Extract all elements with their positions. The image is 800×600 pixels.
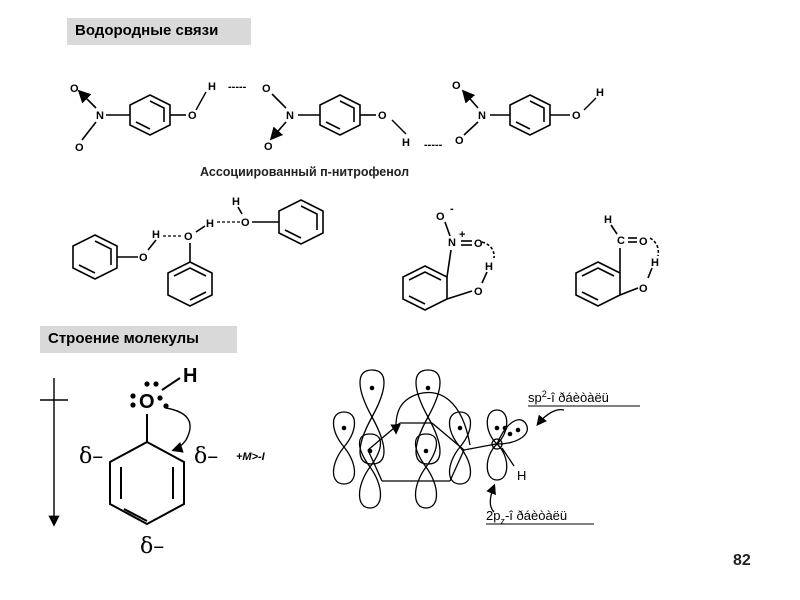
benzene-ring <box>509 94 551 136</box>
hbond-dashes: ----- <box>424 139 443 151</box>
delta-minus-bottom: δ– <box>140 534 164 559</box>
atom-o: O <box>639 283 648 295</box>
o-nitrophenol <box>402 221 495 311</box>
atom-h: H <box>604 214 612 226</box>
benzene-ring <box>72 234 118 280</box>
delta-minus-right: δ– <box>194 444 218 469</box>
atom-n: N <box>478 110 486 122</box>
atom-o: O <box>474 286 483 298</box>
header-hydrogen-bonds: Водородные связи <box>67 18 251 45</box>
benzene-ring <box>278 199 324 245</box>
sp2-orbital-label: sp2-î ðáèòàëü <box>528 389 609 405</box>
atom-o: O <box>188 110 197 122</box>
atom-o-large: O <box>139 391 155 413</box>
atom-c: C <box>617 235 625 247</box>
atom-h: H <box>596 87 604 99</box>
atom-h: H <box>402 137 410 149</box>
p-orbitals-upper <box>332 369 472 469</box>
nitrophenol-molecule-3 <box>461 89 570 136</box>
charge-plus: + <box>459 229 465 241</box>
phenol-molecule-center <box>167 225 213 307</box>
atom-o: O <box>262 83 271 95</box>
nitrophenol-molecule-1 <box>77 89 186 141</box>
benzene-ring <box>129 94 171 136</box>
atom-h: H <box>206 218 214 230</box>
associated-nitrophenol-caption: Ассоциированный п-нитрофенол <box>200 165 410 179</box>
atom-n: N <box>448 237 456 249</box>
phenol-molecule-left <box>72 234 157 280</box>
p-orbitals-lower <box>332 415 472 509</box>
pz-orbital-label: 2pz-î ðáèòàëü <box>486 508 567 526</box>
atom-h: H <box>152 229 160 241</box>
atom-o: O <box>452 80 461 92</box>
atom-n: N <box>96 110 104 122</box>
atom-h: H <box>232 196 240 208</box>
mesomeric-effect-label: +M>-I <box>236 451 266 463</box>
charge-minus: - <box>450 203 454 215</box>
hbond-dashes: ----- <box>228 81 247 93</box>
lone-pair-electrons <box>130 381 169 409</box>
atom-o: O <box>639 236 648 248</box>
benzene-ring <box>167 261 213 307</box>
atom-o: O <box>139 252 148 264</box>
atom-h: H <box>485 261 493 273</box>
nitrophenol-molecule-2 <box>269 93 376 141</box>
atom-o: O <box>184 231 193 243</box>
atom-h-large: H <box>183 365 197 387</box>
atom-o: O <box>241 217 250 229</box>
page-number: 82 <box>733 552 751 569</box>
header-molecule-structure: Строение молекулы <box>40 326 237 353</box>
atom-o: O <box>572 110 581 122</box>
orbital-h-label: H <box>517 468 526 483</box>
benzene-skeleton <box>367 422 497 482</box>
orbital-electrons <box>341 385 521 454</box>
atom-h: H <box>651 257 659 269</box>
vertical-axis <box>40 378 68 527</box>
atom-o: O <box>436 211 445 223</box>
benzene-ring <box>109 440 185 526</box>
atom-n: N <box>286 110 294 122</box>
atom-h: H <box>208 81 216 93</box>
atom-o: O <box>75 142 84 154</box>
atom-o: O <box>378 110 387 122</box>
atom-o: O <box>70 83 79 95</box>
delta-minus-left: δ– <box>79 444 103 469</box>
salicylaldehyde <box>575 224 660 307</box>
benzene-ring <box>319 94 361 136</box>
atom-o: O <box>474 238 483 250</box>
phenol-molecule-right <box>237 199 324 245</box>
phenol-structure <box>109 377 191 526</box>
atom-o: O <box>455 135 464 147</box>
atom-o: O <box>264 141 273 153</box>
orbital-diagram <box>332 369 565 513</box>
